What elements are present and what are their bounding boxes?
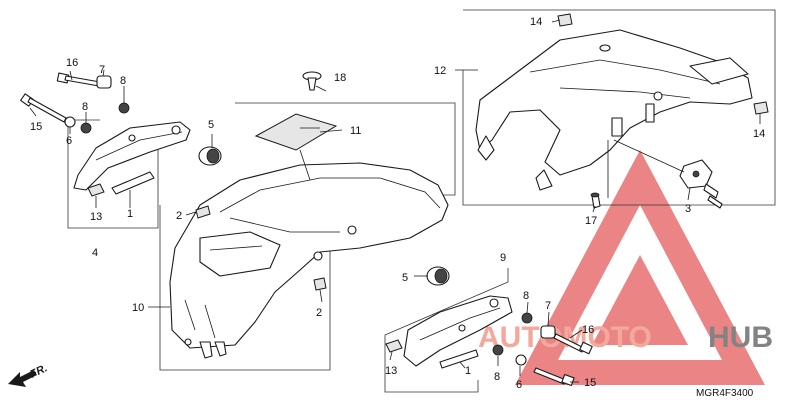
collar-7-right <box>540 325 556 339</box>
grommet-5-lower <box>426 266 450 286</box>
callout-16-left: 16 <box>66 57 78 69</box>
callout-8-upper-right: 8 <box>523 290 529 302</box>
cushion-2-lower <box>313 277 327 291</box>
group-box-9 <box>384 268 509 393</box>
callout-14-lower: 14 <box>753 128 765 140</box>
nut-8-lower-right <box>492 344 504 356</box>
callout-13-left: 13 <box>90 211 102 223</box>
rear-fender <box>169 162 449 359</box>
callout-7-left: 7 <box>99 64 105 76</box>
group-box-12 <box>462 9 776 206</box>
bolt-15-left <box>20 93 67 123</box>
bracket-right <box>403 295 513 367</box>
callout-8-lower-right: 8 <box>494 371 500 383</box>
callout-10: 10 <box>132 302 144 314</box>
callout-11: 11 <box>350 125 361 137</box>
callout-6-right: 6 <box>516 379 522 391</box>
callout-16-right: 16 <box>582 324 594 336</box>
callout-13-right: 13 <box>385 365 397 377</box>
callout-14-upper: 14 <box>530 16 542 28</box>
callout-5-lower: 5 <box>402 272 408 284</box>
watermark-logo: AUTOMOTO HUB <box>478 150 773 385</box>
callout-6-left: 6 <box>66 135 72 147</box>
front-direction-indicator: FR. <box>8 362 49 387</box>
upper-fender-carrier <box>475 29 753 191</box>
callout-18: 18 <box>334 72 346 84</box>
callout-9: 9 <box>500 252 506 264</box>
nut-8-upper-right <box>521 312 533 324</box>
cushion-14-lower <box>753 101 769 115</box>
diagram-code: MGR4F3400 <box>696 388 754 399</box>
callout-2-lower: 2 <box>316 307 322 319</box>
callout-17: 17 <box>585 215 597 227</box>
callout-1-right: 1 <box>465 365 471 377</box>
watermark-brand-b: HUB <box>708 321 773 354</box>
callout-8-lower-left: 8 <box>82 101 88 113</box>
washer-6-left <box>64 116 76 128</box>
stopper-1-right <box>439 349 479 369</box>
cushion-2-upper <box>195 205 211 219</box>
pad-11 <box>254 113 338 151</box>
callout-1-left: 1 <box>127 208 133 220</box>
callout-15-left: 15 <box>30 121 42 133</box>
callout-12: 12 <box>434 65 446 77</box>
callout-4: 4 <box>92 247 98 259</box>
callout-15-right: 15 <box>584 377 596 389</box>
callout-labels: 16 7 8 8 15 6 13 1 4 5 2 18 11 10 2 5 9 … <box>30 16 765 391</box>
callout-2-upper: 2 <box>176 210 182 222</box>
callout-8-upper-left: 8 <box>120 75 126 87</box>
screw-18 <box>302 71 322 91</box>
screw-17 <box>590 192 601 209</box>
callout-5-upper: 5 <box>208 119 214 131</box>
watermark-triangle <box>515 150 765 385</box>
front-arrow-icon <box>8 370 37 387</box>
front-direction-label: FR. <box>28 362 49 380</box>
bolt-16-left <box>56 72 101 87</box>
nut-8-upper-left <box>118 102 130 114</box>
watermark-brand-a: AUTOMOTO <box>478 321 652 354</box>
bolt-16-right <box>553 333 593 355</box>
bolt-15-right <box>533 367 575 387</box>
callout-7-right: 7 <box>545 300 551 312</box>
cushion-14-upper <box>557 13 573 27</box>
callout-3: 3 <box>685 203 691 215</box>
stopper-1-left <box>111 171 155 195</box>
helmet-lock-3 <box>679 159 723 209</box>
bracket-left <box>73 121 191 191</box>
cushion-13-right <box>385 339 403 353</box>
nut-8-lower-left <box>80 122 92 134</box>
collar-7-left <box>96 75 112 89</box>
cushion-13-left <box>87 183 105 197</box>
leader-lines <box>29 19 761 383</box>
washer-6-right <box>515 354 527 366</box>
grommet-5-upper <box>198 146 222 166</box>
group-box-4 <box>67 119 159 229</box>
